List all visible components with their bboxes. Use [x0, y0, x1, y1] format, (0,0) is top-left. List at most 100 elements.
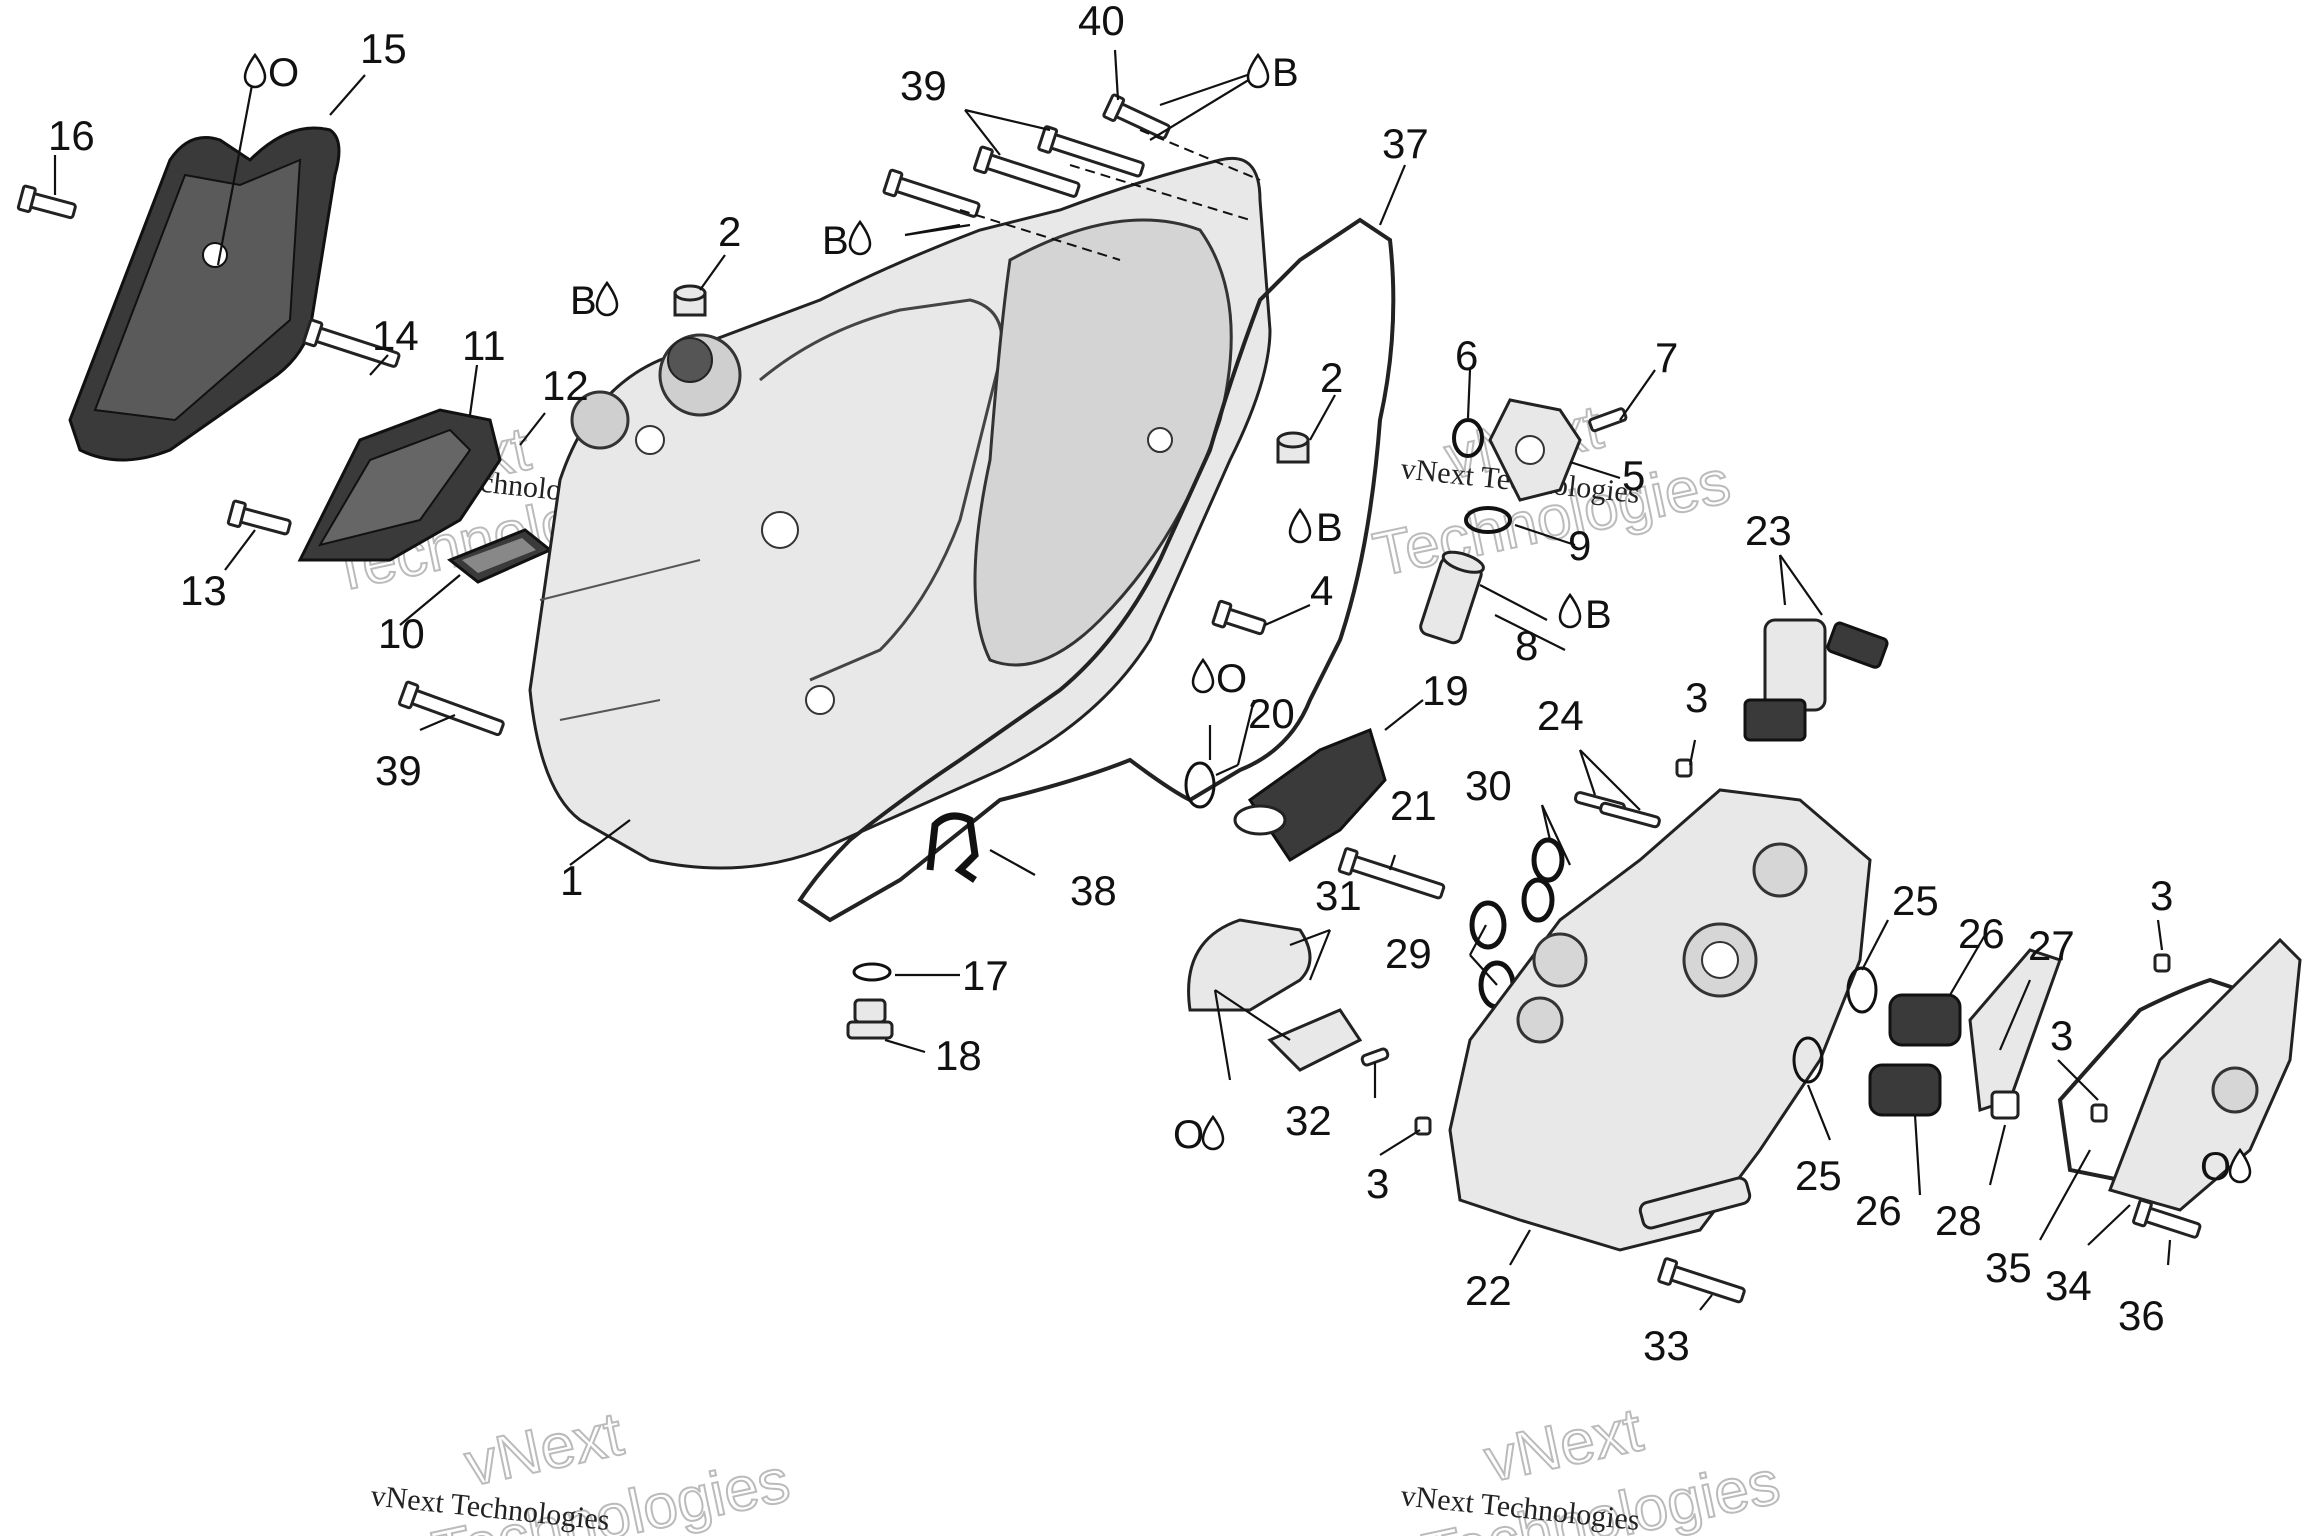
callout-5: 5 [1622, 452, 1645, 499]
lubricant-drop-icon [1201, 1114, 1225, 1151]
part-2-plug-left [673, 284, 707, 317]
callout-9: 9 [1568, 522, 1591, 569]
part-25-o-ring [1846, 966, 1878, 1014]
part-5-housing [1488, 398, 1582, 502]
lubricant-marks: O B B B B B O O [243, 51, 2252, 1189]
callout-30: 30 [1465, 762, 1512, 809]
callout-36: 36 [2118, 1292, 2165, 1339]
callout-38: 38 [1070, 867, 1117, 914]
callout-4: 4 [1310, 567, 1333, 614]
callout-19: 19 [1422, 667, 1469, 714]
part-24-pins [1573, 791, 1661, 829]
callout-26: 26 [1855, 1187, 1902, 1234]
lubricant-drop-icon [1246, 52, 1270, 89]
part-13-bolt [226, 499, 292, 536]
part-15-cover-plate [68, 126, 341, 462]
callout-2: 2 [1320, 354, 1343, 401]
part-37-gasket [797, 217, 1396, 923]
callout-40: 40 [1078, 0, 1125, 44]
callout-18: 18 [935, 1032, 982, 1079]
callout-3: 3 [1685, 674, 1708, 721]
callout-6: 6 [1455, 332, 1478, 379]
part-23-solenoid [1743, 618, 1889, 742]
part-3-dowel [2090, 1103, 2108, 1123]
callout-26: 26 [1958, 910, 2005, 957]
callout-31: 31 [1315, 872, 1362, 919]
part-17-washer [852, 962, 892, 982]
lubricant-drop-icon [1191, 657, 1215, 694]
leader-lines [53, 49, 2172, 1311]
callout-8: 8 [1515, 622, 1538, 669]
lubricant-code: O [2200, 1145, 2231, 1189]
part-1-crankcase-housing [528, 157, 1272, 870]
part-22-pump-housing [1448, 788, 1872, 1252]
callout-3: 3 [2150, 872, 2173, 919]
callout-3: 3 [1366, 1160, 1389, 1207]
part-31-clamp [1187, 918, 1363, 1072]
part-38-seal [926, 812, 979, 883]
part-21-bolt [1337, 847, 1446, 900]
part-30-seals [1521, 837, 1565, 923]
part-20-o-ring [1184, 761, 1216, 809]
part-40-bolt [1102, 93, 1171, 140]
callout-39: 39 [375, 747, 422, 794]
lubricant-code: O [1216, 657, 1247, 701]
part-39-bolt-upper-a [1037, 125, 1145, 178]
callout-29: 29 [1385, 930, 1432, 977]
lubricant-code: B [1316, 506, 1343, 550]
callout-25: 25 [1892, 877, 1939, 924]
part-14-bolt [302, 318, 401, 368]
callout-32: 32 [1285, 1097, 1332, 1144]
part-27-plate [1968, 948, 2062, 1113]
part-36-bolt [2132, 1198, 2202, 1239]
lubricant-code: B [570, 279, 597, 323]
callout-22: 22 [1465, 1267, 1512, 1314]
part-9-o-ring [1464, 506, 1512, 534]
part-39-bolt-upper-c [882, 168, 981, 218]
lubricant-drop-icon [1558, 592, 1582, 629]
part-28-bolt [1990, 1090, 2020, 1120]
callout-16: 16 [48, 112, 95, 159]
callout-12: 12 [542, 362, 589, 409]
part-39-bolt-lower [397, 680, 505, 737]
callout-37: 37 [1382, 120, 1429, 167]
lubricant-drop-icon [1288, 507, 1312, 544]
callout-11: 11 [462, 322, 506, 369]
callout-39: 39 [900, 62, 947, 109]
lubricant-drop-icon [595, 280, 619, 317]
callout-13: 13 [180, 567, 227, 614]
callout-21: 21 [1390, 782, 1437, 829]
callout-3: 3 [2050, 1012, 2073, 1059]
part-19-sensor [1233, 727, 1387, 863]
callout-17: 17 [962, 952, 1009, 999]
part-6-o-ring [1452, 418, 1484, 458]
part-11-bracket [297, 408, 502, 562]
callout-20: 20 [1248, 690, 1295, 737]
part-26-solenoid-lower [1868, 1063, 1942, 1117]
lubricant-drop-icon [2228, 1147, 2252, 1184]
lubricant-drop-icon [243, 52, 267, 89]
callout-14: 14 [372, 312, 419, 359]
lubricant-code: O [1173, 1113, 1204, 1157]
callout-33: 33 [1643, 1322, 1690, 1369]
callout-7: 7 [1655, 334, 1678, 381]
part-4-bolt [1211, 599, 1267, 636]
lubricant-code: B [822, 219, 849, 263]
callout-25: 25 [1795, 1152, 1842, 1199]
part-39-bolt-upper-b [973, 145, 1081, 198]
callout-2: 2 [718, 208, 741, 255]
callout-34: 34 [2045, 1262, 2092, 1309]
callout-1: 1 [560, 857, 583, 904]
lubricant-drop-icon [848, 219, 872, 256]
lubricant-code: B [1585, 593, 1612, 637]
part-2-plug-right [1276, 431, 1310, 464]
part-32-pin [1360, 1047, 1390, 1067]
part-25-o-ring [1792, 1036, 1824, 1084]
part-3-dowel [2153, 953, 2171, 973]
part-3-dowel [1675, 758, 1693, 778]
part-16-bolt [16, 184, 77, 220]
part-26-solenoid-upper [1888, 993, 1962, 1047]
callout-28: 28 [1935, 1197, 1982, 1244]
part-8-tube [1419, 550, 1485, 645]
